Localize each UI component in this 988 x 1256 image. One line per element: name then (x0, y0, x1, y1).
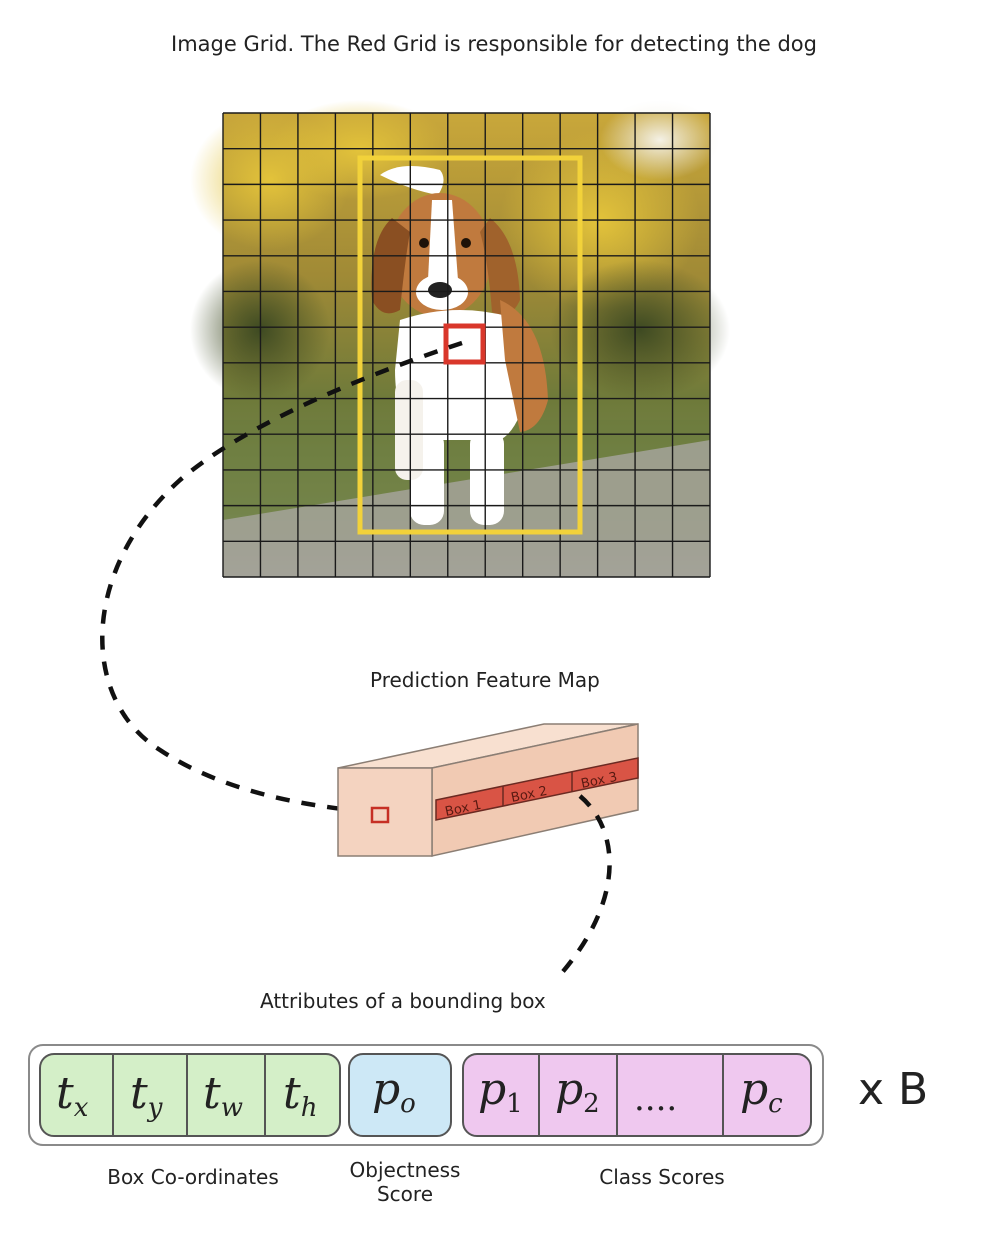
caption-objectness: Objectness Score (330, 1158, 480, 1206)
attr-p1: p1 (478, 1064, 523, 1119)
objectness-group (348, 1053, 452, 1137)
caption-box-coordinates: Box Co-ordinates (107, 1165, 279, 1189)
attr-pc: pc (740, 1064, 783, 1119)
attributes-title: Attributes of a bounding box (260, 989, 546, 1013)
anchor-strip (435, 757, 639, 821)
attr-ellipsis: .... (634, 1079, 677, 1119)
feature-map-title: Prediction Feature Map (370, 668, 600, 692)
dog-photo (190, 100, 730, 577)
strip-to-attributes-connector (558, 794, 612, 977)
attr-th: th (283, 1068, 317, 1123)
attr-tx: tx (56, 1068, 89, 1123)
attr-tw: tw (203, 1068, 243, 1123)
multiplier-label: x B (858, 1064, 929, 1115)
dog-figure (371, 166, 548, 525)
feature-map-cell (370, 806, 390, 824)
image-grid (222, 112, 711, 578)
attr-po: po (372, 1064, 416, 1119)
attr-ty: ty (130, 1068, 163, 1123)
caption-objectness-line1: Objectness (349, 1158, 461, 1182)
box-coordinates-group (39, 1053, 341, 1137)
diagram-title: Image Grid. The Red Grid is responsible … (171, 32, 817, 56)
prediction-feature-map-cuboid: Box 1 Box 2 Box 3 (337, 723, 639, 857)
caption-objectness-line2: Score (376, 1182, 433, 1206)
attr-p2: p2 (555, 1064, 600, 1119)
strip-box-3: Box 3 (580, 770, 619, 792)
responsible-grid-cell (443, 323, 486, 365)
caption-class-scores: Class Scores (599, 1165, 725, 1189)
strip-box-2: Box 2 (510, 784, 549, 806)
class-scores-group (462, 1053, 812, 1137)
cell-to-featuremap-connector (100, 340, 463, 815)
object-bounding-box (357, 155, 583, 535)
strip-box-1: Box 1 (444, 798, 483, 820)
